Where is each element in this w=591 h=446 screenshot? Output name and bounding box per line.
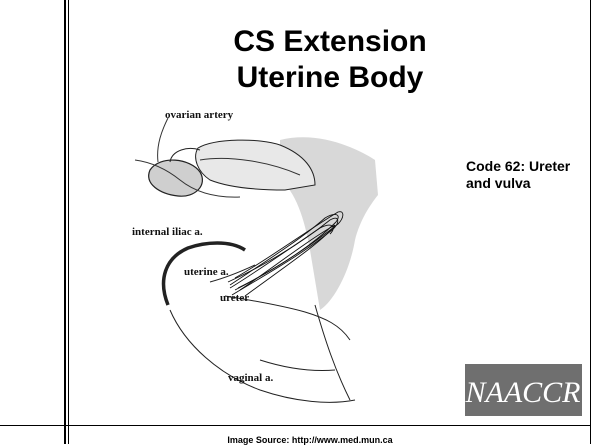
label-vaginal-artery: vaginal a. <box>228 372 273 384</box>
label-uterine-artery: uterine a. <box>184 266 229 278</box>
label-ovarian-artery: ovarian artery <box>165 109 234 121</box>
anatomy-diagram: ovarian artery internal iliac a. uterine… <box>110 100 410 425</box>
naaccr-logo: NAACCR <box>465 364 582 416</box>
vaginal-artery-line <box>260 360 335 371</box>
vagina-outline-2 <box>315 305 350 400</box>
image-source: Image Source: http://www.med.mun.ca <box>120 434 500 446</box>
label-ureter: ureter <box>220 292 249 304</box>
ovarian-artery-line <box>158 118 168 162</box>
logo-text: NAACCR <box>465 376 581 409</box>
left-margin-rule-inner <box>68 0 69 444</box>
label-internal-iliac: internal iliac a. <box>132 226 203 238</box>
left-margin-rule <box>64 0 66 444</box>
vagina-outline <box>170 310 355 402</box>
slide-title: CS Extension Uterine Body <box>150 24 510 96</box>
title-line-1: CS Extension <box>150 24 510 60</box>
footer-rule <box>0 425 591 426</box>
code-note: Code 62: Ureter and vulva <box>466 158 576 192</box>
title-line-2: Uterine Body <box>150 60 510 96</box>
